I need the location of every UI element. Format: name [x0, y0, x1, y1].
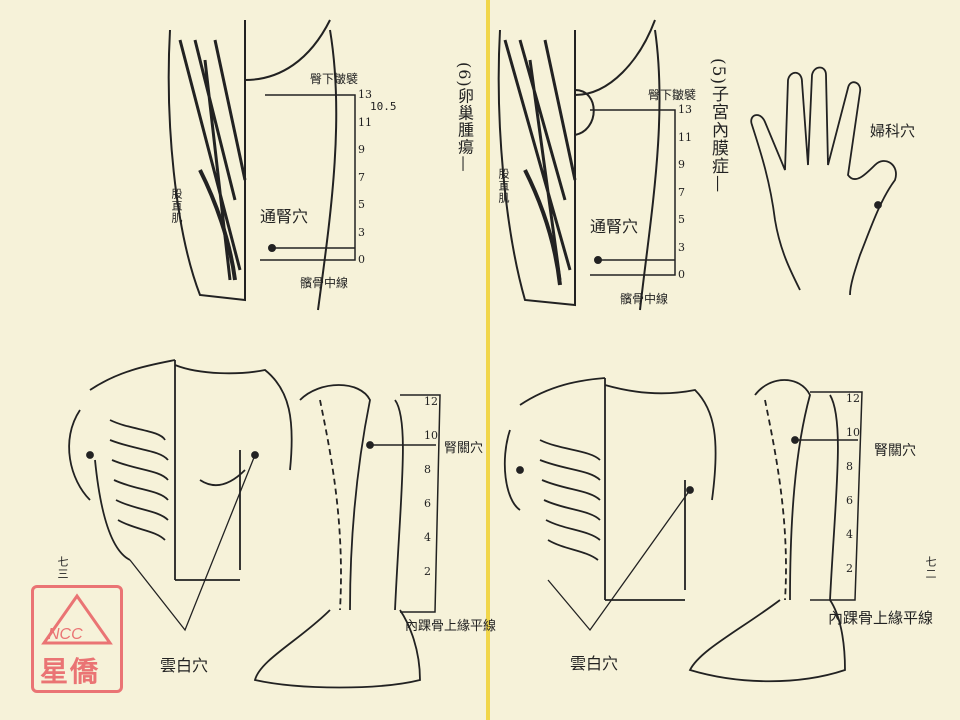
- scale-tick-label: 5: [358, 198, 365, 211]
- section-title-endometriosis: (5)子宮內膜症—: [708, 58, 728, 194]
- section-title-ovarian-tumor: (6)卵巢腫瘍—: [455, 62, 474, 173]
- stamp-name: 星僑: [40, 655, 101, 688]
- scale-tick-label: 9: [678, 158, 685, 171]
- scale-tick-label: 12: [424, 395, 438, 408]
- measurement-label: 10.5: [370, 100, 397, 113]
- right-page: [490, 0, 960, 720]
- scale-tick-label: 11: [358, 115, 372, 129]
- scale-tick-label: 7: [358, 170, 365, 184]
- page-number-left: 七三: [56, 556, 69, 580]
- gluteal-fold-label-right: 臀下皺襞: [648, 88, 697, 102]
- tongshen-point-label-right: 通腎穴: [590, 217, 639, 236]
- scale-tick-label: 2: [846, 562, 853, 575]
- book-spine: [486, 0, 490, 720]
- hand-illustration: [750, 66, 897, 296]
- right-leg-illustration: [688, 379, 863, 683]
- medial-malleolus-line-label-right: 內踝骨上緣平線: [828, 609, 934, 627]
- scale-tick-label: 3: [678, 240, 685, 254]
- left-chest-illustration: [68, 359, 293, 632]
- right-thigh-illustration: [497, 19, 676, 311]
- scale-tick-label: 10: [424, 429, 438, 442]
- fuke-point-label: 婦科穴: [870, 122, 916, 140]
- scale-tick-label: 3: [358, 225, 365, 239]
- scale-tick-label: 6: [846, 494, 853, 507]
- scale-tick-label: 7: [678, 185, 685, 199]
- triangle-logo-icon: [41, 593, 113, 645]
- scale-tick-label: 8: [424, 463, 431, 476]
- rectus-femoris-label-right: 股直肌: [497, 168, 510, 204]
- patella-midline-label-right: 髕骨中線: [620, 292, 669, 306]
- scale-tick-label: 11: [678, 130, 692, 144]
- medial-malleolus-line-label: 內踝骨上緣平線: [405, 619, 497, 634]
- rectus-femoris-label: 股直肌: [170, 188, 183, 224]
- yunbai-point-label-right: 雲白穴: [570, 654, 619, 673]
- scale-tick-label: 4: [424, 531, 431, 544]
- scale-tick-label: 10: [846, 426, 860, 439]
- scale-tick-label: 12: [846, 392, 860, 405]
- scale-tick-label: 13: [358, 88, 372, 101]
- scale-tick-label: 6: [424, 497, 431, 510]
- tongshen-point-label: 通腎穴: [260, 207, 309, 226]
- patella-midline-label: 髕骨中線: [300, 276, 349, 290]
- left-thigh-illustration: [167, 19, 356, 311]
- right-chest-illustration: [503, 377, 717, 632]
- scale-tick-label: 13: [678, 103, 692, 116]
- page-number-right: 七二: [924, 556, 937, 580]
- scale-tick-label: 8: [846, 460, 853, 473]
- publisher-stamp: NCC 星僑: [31, 585, 123, 693]
- scale-tick-label: 9: [358, 143, 365, 156]
- scale-tick-label: 0: [678, 268, 685, 281]
- shenguan-point-label-right: 腎關穴: [874, 443, 916, 459]
- left-leg-illustration: [253, 384, 441, 689]
- scale-tick-label: 0: [358, 253, 365, 266]
- scale-tick-label: 2: [424, 565, 431, 578]
- shenguan-point-label: 腎關穴: [444, 441, 484, 456]
- yunbai-point-label: 雲白穴: [160, 656, 209, 675]
- stamp-logo-text: NCC: [48, 626, 83, 643]
- scale-tick-label: 5: [678, 213, 685, 226]
- scale-tick-label: 4: [846, 528, 853, 541]
- gluteal-fold-label: 臀下皺襞: [310, 72, 359, 86]
